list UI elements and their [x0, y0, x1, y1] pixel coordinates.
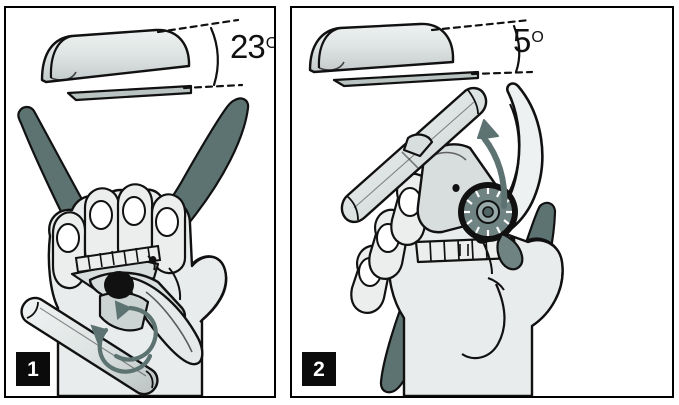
fingers-2	[350, 172, 432, 314]
sharpening-rod-2	[340, 86, 488, 224]
angle-label-panel-2: 5O	[513, 22, 544, 59]
angle-diagram-blade-2	[332, 70, 480, 88]
angle-diagram-rod-1	[40, 28, 191, 84]
knurled-adjustment-nut-2	[458, 182, 518, 242]
motion-arrowhead-1b	[90, 324, 108, 345]
angle-diagram-blade-1	[66, 84, 193, 102]
degree-symbol-2: O	[531, 28, 544, 46]
step-badge-2: 2	[302, 352, 336, 386]
pruner-head-1	[70, 244, 204, 366]
rotation-arrow-2	[477, 119, 508, 209]
angle-label-panel-1: 23O	[230, 28, 274, 65]
sharpening-motion-arrows-1	[97, 305, 158, 374]
angle-guide-lines-2	[430, 18, 534, 76]
step-badge-1: 1	[16, 352, 50, 386]
angle-value-2: 5	[513, 22, 531, 59]
pruner-guard-tab-2	[402, 133, 434, 158]
angle-diagram-rod-2	[308, 22, 455, 74]
panel-step-2: 5O 2	[290, 6, 674, 398]
step-number-2: 2	[313, 357, 325, 381]
angle-guide-lines-1	[156, 18, 244, 90]
panel-2-illustration	[292, 8, 672, 396]
pruner-serration-1	[74, 244, 162, 274]
panel-step-1: 23O 1	[4, 6, 276, 398]
panel-1-illustration	[6, 8, 274, 396]
rivet-2	[452, 184, 460, 192]
pivot-bolt-1	[104, 271, 134, 299]
step-number-1: 1	[27, 357, 39, 381]
angle-value-1: 23	[230, 28, 266, 65]
degree-symbol-1: O	[266, 35, 274, 52]
motion-arrowhead-1a	[114, 300, 132, 320]
